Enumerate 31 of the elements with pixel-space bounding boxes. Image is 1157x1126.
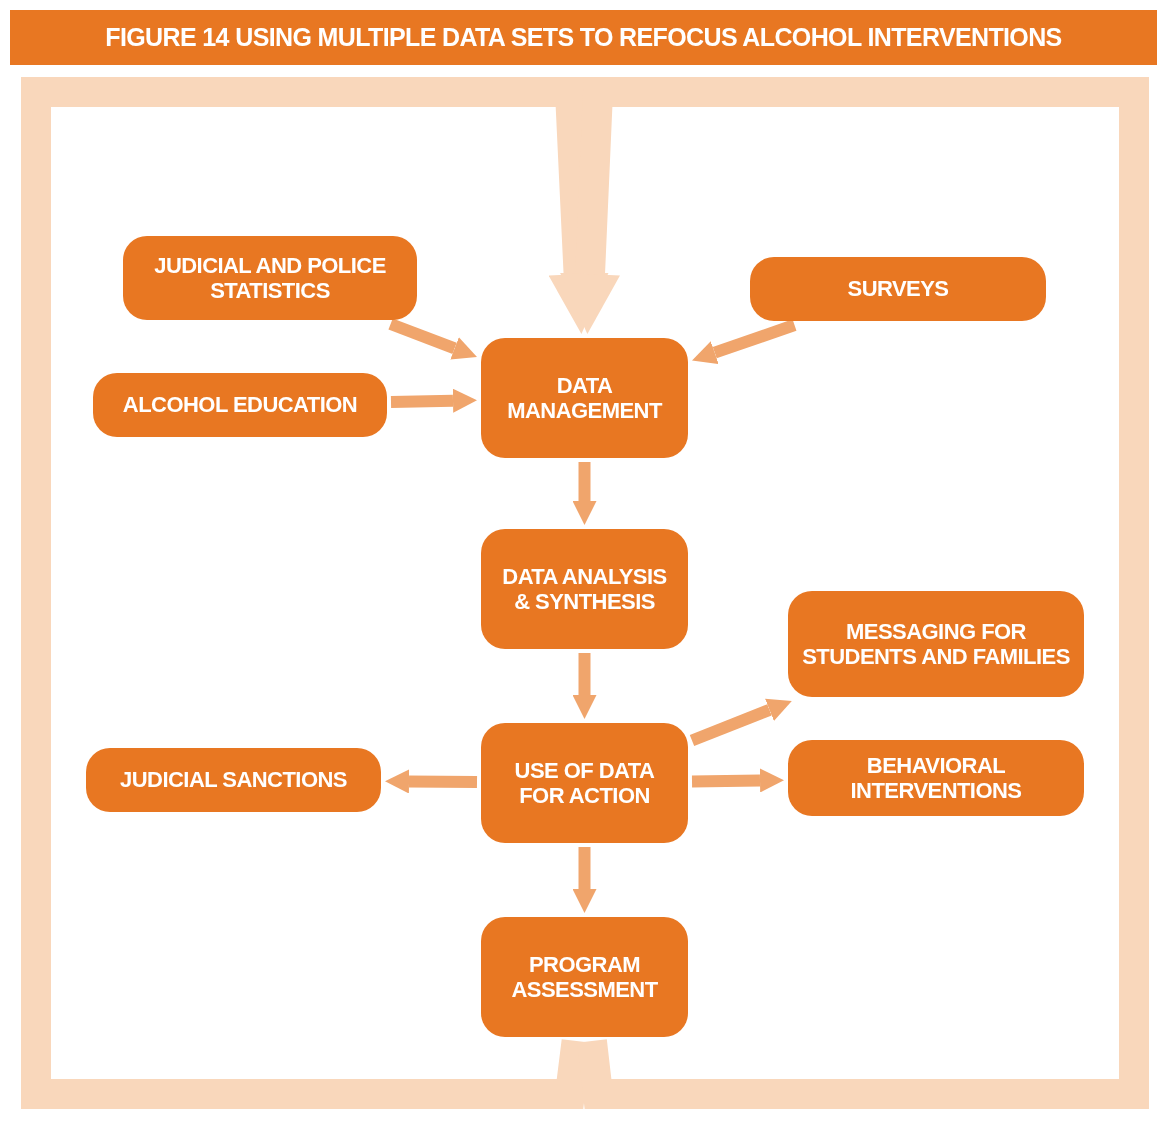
- process-box: [481, 723, 688, 843]
- arrow: [689, 698, 792, 747]
- node-label: JUDICIAL AND POLICE STATISTICS: [153, 252, 387, 304]
- arrow: [388, 318, 478, 360]
- node-label: BEHAVIORAL INTERVENTIONS: [849, 752, 1023, 804]
- arrow: [572, 462, 597, 525]
- process-box: [750, 257, 1046, 321]
- process-box: [93, 373, 387, 437]
- arrow: [572, 653, 597, 719]
- arrow: [390, 388, 477, 413]
- arrow: [572, 847, 597, 913]
- feedback-arrow: [560, 77, 1149, 1109]
- arrow: [691, 768, 784, 793]
- node-label: JUDICIAL SANCTIONS: [120, 767, 347, 793]
- arrow: [692, 319, 797, 365]
- process-box: [86, 748, 381, 812]
- title-banner: FIGURE 14 USING MULTIPLE DATA SETS TO REFOCUS ALCOHOL INTERVENTIONS: [10, 10, 1157, 65]
- process-box: [788, 591, 1084, 697]
- node-label: PROGRAM ASSESSMENT: [510, 951, 659, 1003]
- process-box: [481, 529, 688, 649]
- node-label: ALCOHOL EDUCATION: [122, 392, 358, 418]
- node-label: MESSAGING FOR STUDENTS AND FAMILIES: [801, 618, 1071, 670]
- process-box: [788, 740, 1084, 816]
- process-box: [481, 917, 688, 1037]
- node-label: DATA MANAGEMENT: [506, 372, 664, 424]
- node-label: DATA ANALYSIS & SYNTHESIS: [501, 563, 668, 615]
- node-label: USE OF DATA FOR ACTION: [513, 757, 656, 809]
- arrow: [385, 769, 478, 794]
- process-box: [481, 338, 688, 458]
- process-box: [123, 236, 417, 320]
- node-label: SURVEYS: [847, 276, 949, 302]
